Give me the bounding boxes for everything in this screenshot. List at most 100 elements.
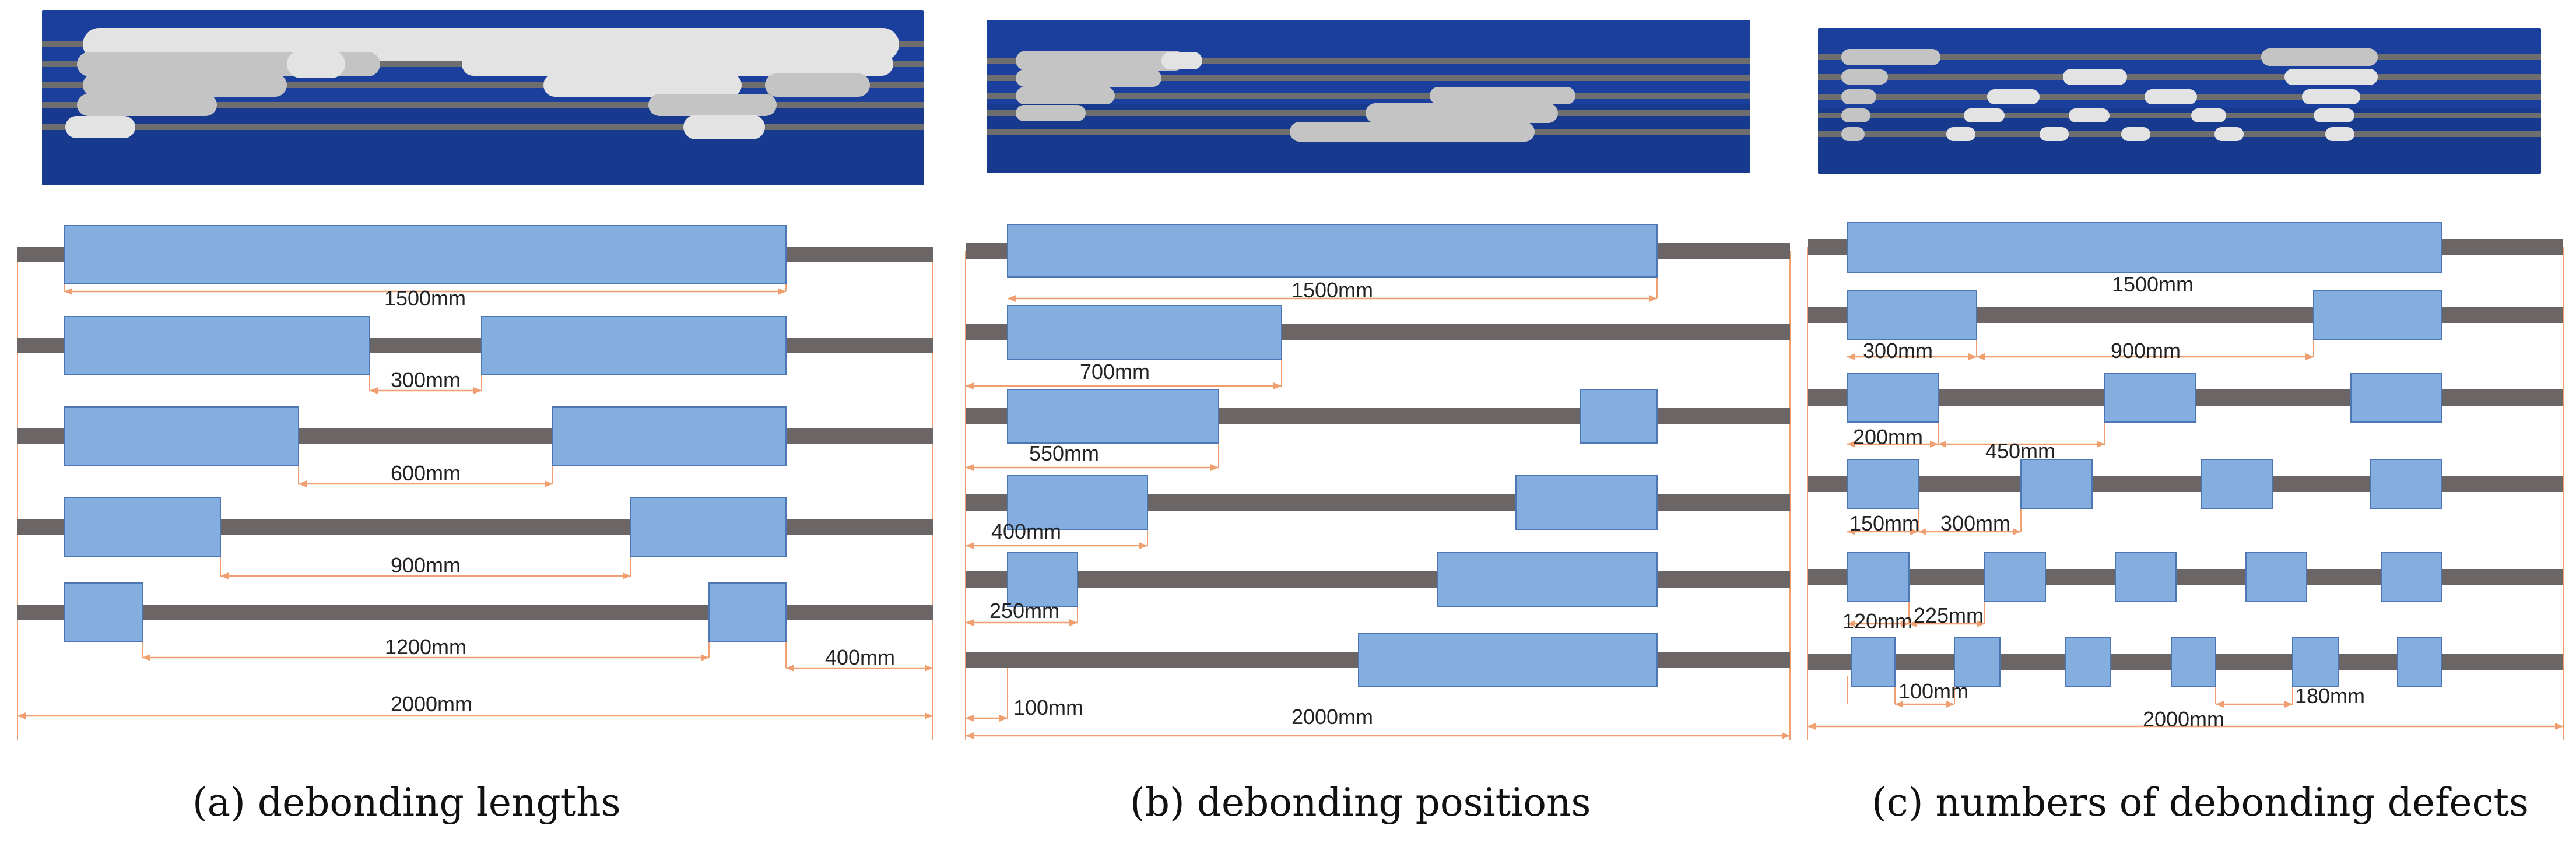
caption-b: (b) debonding positions <box>1130 780 1591 825</box>
dimension-arrow-left <box>1977 353 1985 360</box>
dimension-label: 300mm <box>1863 339 1933 363</box>
photo-sleeve <box>2314 108 2354 122</box>
dimension-arrow-left <box>966 732 974 739</box>
debonding-sleeve <box>1007 552 1078 607</box>
photo-sleeve <box>1366 103 1558 123</box>
debonding-sleeve <box>2201 459 2273 509</box>
dimension-arrow-left <box>1847 353 1855 360</box>
photo-sleeve <box>2121 127 2150 141</box>
photo-shade <box>42 107 924 185</box>
dimension-arrow-left <box>142 654 150 661</box>
photo-sleeve <box>1964 108 2005 122</box>
dimension-arrow-left <box>966 619 974 626</box>
dimension-arrow-right <box>1069 619 1078 626</box>
dimension-label: 100mm <box>1898 679 1968 703</box>
dimension-arrow-right <box>2555 723 2563 730</box>
debonding-sleeve <box>1954 637 2001 687</box>
debonding-sleeve <box>1007 389 1219 444</box>
debonding-sleeve <box>1515 475 1658 530</box>
photo-sleeve <box>1290 122 1535 142</box>
photo-sleeve <box>2325 127 2354 141</box>
debonding-sleeve <box>2381 552 2442 602</box>
dimension-label: 450mm <box>1985 439 2055 463</box>
dimension-arrow-left <box>17 712 26 719</box>
photo-sleeve <box>2302 89 2360 104</box>
dimension-arrow-left <box>1008 295 1016 302</box>
photo-sleeve <box>2040 127 2069 141</box>
dimension-label: 600mm <box>391 461 461 485</box>
specimen-photo-a <box>42 10 924 185</box>
debonding-sleeve <box>1358 633 1658 687</box>
photo-steel-bar <box>987 75 1750 81</box>
debonding-sleeve <box>1007 224 1658 278</box>
photo-sleeve <box>2069 108 2110 122</box>
dimension-arrow-left <box>299 480 307 487</box>
debonding-sleeve <box>630 497 787 557</box>
photo-sleeve <box>765 73 870 97</box>
photo-sleeve <box>2191 108 2226 122</box>
photo-sleeve <box>543 73 742 97</box>
dimension-arrow-right <box>1968 353 1977 360</box>
photo-steel-bar <box>42 102 924 108</box>
photo-sleeve <box>83 73 287 97</box>
photo-sleeve <box>1161 52 1202 69</box>
dimension-label: 200mm <box>1853 425 1923 449</box>
dimension-label: 2000mm <box>1291 705 1373 729</box>
debonding-sleeve <box>1847 373 1939 423</box>
dimension-arrow-left <box>64 288 72 295</box>
dimension-arrow-left <box>966 542 974 549</box>
dimension-label: 1500mm <box>384 286 466 310</box>
debonding-sleeve <box>1851 637 1896 687</box>
debonding-sleeve <box>2115 552 2177 602</box>
dimension-arrow-right <box>1210 464 1219 471</box>
debonding-sleeve <box>1847 459 1919 509</box>
photo-steel-bar <box>42 82 924 88</box>
photo-sleeve <box>2063 69 2127 85</box>
dimension-arrow-right <box>1910 528 1918 535</box>
debonding-sleeve <box>2171 637 2216 687</box>
dimension-arrow-right <box>1946 701 1954 708</box>
photo-sleeve <box>1841 127 1865 141</box>
debonding-sleeve <box>1984 552 2046 602</box>
photo-steel-bar <box>1818 113 2541 118</box>
photo-sleeve <box>1841 49 1940 65</box>
photo-c <box>1818 28 2541 174</box>
dimension-arrow-right <box>545 480 553 487</box>
dimension-arrow-left <box>220 572 229 579</box>
steel-bar <box>1808 476 2563 492</box>
photo-sleeve <box>1016 87 1115 104</box>
photo-sleeve <box>2284 69 2378 85</box>
debonding-sleeve <box>2104 373 2196 423</box>
dimension-label: 1200mm <box>385 635 466 659</box>
steel-bar <box>17 605 933 620</box>
dimension-label: 900mm <box>391 553 461 577</box>
steel-bar <box>1808 569 2563 585</box>
dimension-arrow-left <box>1909 620 1917 627</box>
photo-steel-bar <box>987 58 1750 64</box>
dimension-label: 120mm <box>1842 609 1912 633</box>
specimen-photo-c <box>1818 28 2541 174</box>
photo-sleeve <box>683 115 765 139</box>
photo-sleeve <box>65 116 135 138</box>
dimension-arrow-right <box>925 665 933 672</box>
debonding-sleeve <box>1007 305 1282 360</box>
photo-sleeve <box>2261 48 2378 66</box>
photo-sleeve <box>1841 108 1870 122</box>
dimension-arrow-right <box>473 387 482 394</box>
debonding-sleeve <box>1847 552 1910 602</box>
dimension-arrow-right <box>778 288 786 295</box>
dimension-label: 150mm <box>1849 511 1919 535</box>
photo-steel-bar <box>1818 74 2541 80</box>
photo-a <box>42 10 924 185</box>
dimension-arrow-left <box>1808 723 1816 730</box>
photo-steel-bar <box>1818 131 2541 137</box>
dimension-arrow-right <box>1139 542 1147 549</box>
dimension-arrow-left <box>1938 441 1946 448</box>
debonding-sleeve <box>2397 637 2442 687</box>
photo-b <box>987 20 1750 173</box>
dimension-label: 1500mm <box>2112 272 2194 296</box>
